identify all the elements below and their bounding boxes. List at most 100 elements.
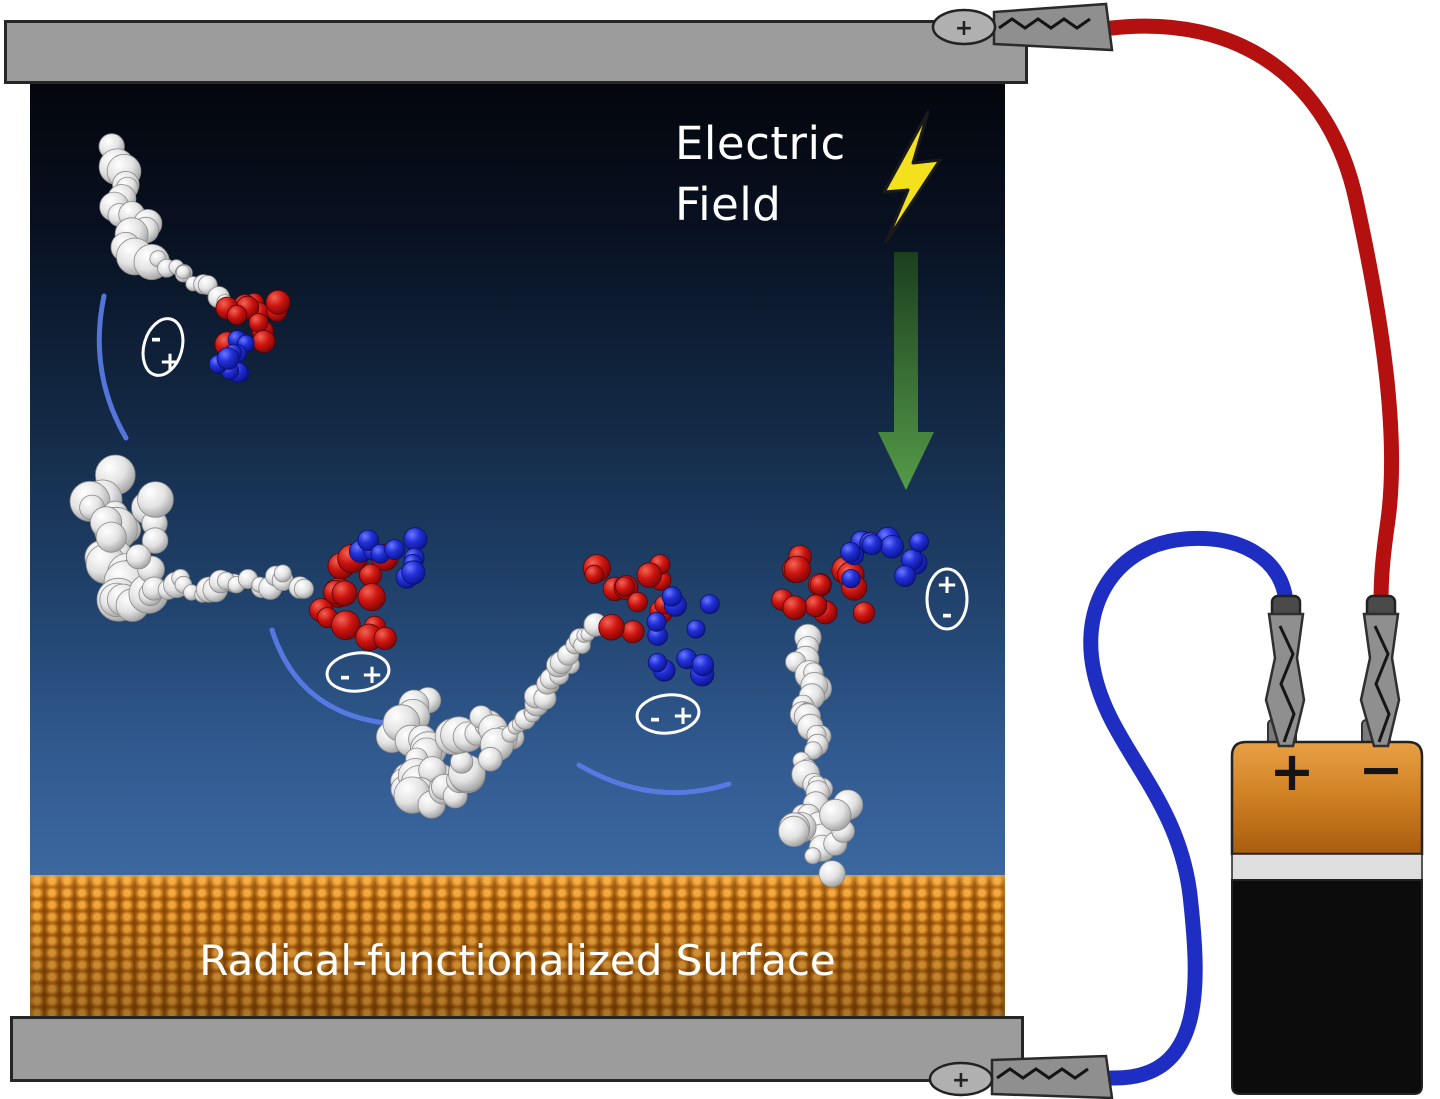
- red-monomer-atom: [598, 614, 625, 641]
- dipole-3: - +: [635, 693, 701, 735]
- backbone-atom: [804, 847, 822, 865]
- dipole-2-plus: +: [361, 660, 383, 690]
- dipole-4-ellipse: [925, 567, 969, 631]
- blue-monomer-atom: [841, 569, 861, 589]
- backbone-atom: [126, 544, 152, 570]
- surface-label: Radical-functionalized Surface: [199, 936, 836, 985]
- backbone-atom: [818, 860, 846, 888]
- red-monomer-atom: [248, 312, 269, 333]
- top-electrode-clip: +: [931, 2, 1114, 52]
- wire-negative-blue: [1083, 530, 1294, 1086]
- battery-body: [1231, 879, 1423, 1095]
- bottom-electrode-clip: +: [928, 1054, 1114, 1099]
- dipole-1-ellipse: [141, 317, 185, 377]
- backbone-atom: [273, 564, 292, 583]
- trajectory-arc-3: [576, 762, 732, 796]
- red-monomer-atom: [226, 304, 248, 326]
- red-monomer-atom: [809, 574, 832, 596]
- red-monomer-atom: [853, 601, 876, 624]
- electric-field-line2: Field: [675, 177, 782, 231]
- dipole-2-ellipse: [325, 651, 391, 693]
- blue-monomer-atom: [691, 653, 715, 677]
- dipole-4: + -: [925, 567, 969, 631]
- alligator-clip-blue-teeth: [1278, 625, 1296, 743]
- blue-monomer-atom: [357, 529, 379, 552]
- backbone-atom: [175, 264, 191, 280]
- red-monomer-atom: [804, 594, 828, 618]
- blue-monomer-atom: [384, 539, 406, 560]
- trajectory-arc-2: [269, 627, 388, 726]
- blue-monomer-atom: [840, 542, 861, 563]
- top-electrode-plate: [4, 20, 1028, 84]
- backbone-atom: [477, 746, 503, 772]
- blue-monomer-atom: [699, 594, 720, 614]
- dipole-1: - +: [141, 317, 185, 377]
- battery: + −: [1230, 719, 1424, 1095]
- red-monomer-atom: [331, 580, 358, 607]
- blue-monomer-atom: [861, 534, 883, 556]
- alligator-clip-red-teeth: [1373, 625, 1391, 743]
- blue-monomer-atom: [646, 612, 667, 632]
- dipole-4-minus: -: [942, 600, 953, 630]
- backbone-atom: [293, 578, 314, 599]
- dipole-indicators: - + - + - + + -: [141, 317, 969, 735]
- red-monomer-atom: [357, 583, 386, 612]
- blue-monomer-atom: [686, 619, 706, 639]
- trajectory-arc-1: [96, 293, 129, 441]
- lightning-bolt-icon: [882, 110, 942, 244]
- blue-monomer-atom: [403, 527, 428, 552]
- dipole-4-plus: +: [936, 570, 958, 600]
- trajectory-arcs: [96, 293, 732, 796]
- battery-negative-label: −: [1358, 738, 1403, 801]
- battery-silver-band: [1231, 853, 1423, 881]
- backbone-atom: [141, 527, 169, 554]
- top-clip-plus-mark: +: [955, 16, 973, 41]
- electric-field-line1: Electric: [675, 117, 846, 170]
- dipole-3-minus: -: [650, 704, 661, 734]
- backbone-atom: [778, 815, 810, 848]
- red-monomer-atom: [614, 576, 636, 597]
- red-monomer-atom: [265, 289, 291, 315]
- red-monomer-atom: [621, 620, 645, 644]
- red-monomer-atom: [252, 329, 276, 353]
- bottom-clip-post: [928, 1061, 994, 1097]
- blue-monomer-atom: [647, 653, 668, 673]
- dipole-1-plus: +: [159, 347, 181, 377]
- blue-monomer-atom: [401, 560, 426, 585]
- electric-field-label: Electric Field: [675, 114, 846, 236]
- backbone-atom: [137, 481, 174, 518]
- red-monomer-atom: [782, 595, 807, 620]
- backbone-atom: [819, 798, 852, 832]
- red-monomer-atom: [331, 610, 361, 640]
- battery-top-copper: [1230, 740, 1424, 856]
- polymer-molecules: [69, 133, 930, 888]
- battery-clips: [1264, 594, 1401, 748]
- blue-monomer-atom: [216, 347, 240, 370]
- blue-monomer-atom: [894, 565, 916, 587]
- dipole-3-plus: +: [672, 701, 694, 731]
- red-monomer-atom: [584, 564, 604, 585]
- dipole-2-minus: -: [340, 662, 351, 692]
- red-monomer-atom: [627, 591, 648, 613]
- field-direction-arrow: [878, 252, 934, 490]
- functionalized-surface: [30, 875, 1005, 1016]
- backbone-atom: [95, 521, 127, 553]
- bottom-electrode-plate: [10, 1016, 1024, 1082]
- top-clip-teeth: [998, 17, 1091, 30]
- blue-monomer-atom: [880, 534, 904, 559]
- battery-positive-label: +: [1269, 740, 1314, 803]
- top-clip-post: [931, 8, 997, 46]
- bottom-clip-plus-mark: +: [952, 1068, 970, 1093]
- backbone-atom: [804, 741, 823, 760]
- dipole-1-minus: -: [151, 324, 162, 354]
- red-monomer-atom: [373, 626, 397, 651]
- red-monomer-atom: [783, 555, 812, 583]
- red-monomer-atom: [636, 562, 663, 588]
- blue-monomer-atom: [909, 532, 930, 552]
- dipole-3-ellipse: [635, 693, 701, 735]
- wire-positive-red: [1104, 18, 1400, 612]
- bottom-clip-teeth: [996, 1067, 1089, 1080]
- blue-monomer-atom: [661, 586, 683, 607]
